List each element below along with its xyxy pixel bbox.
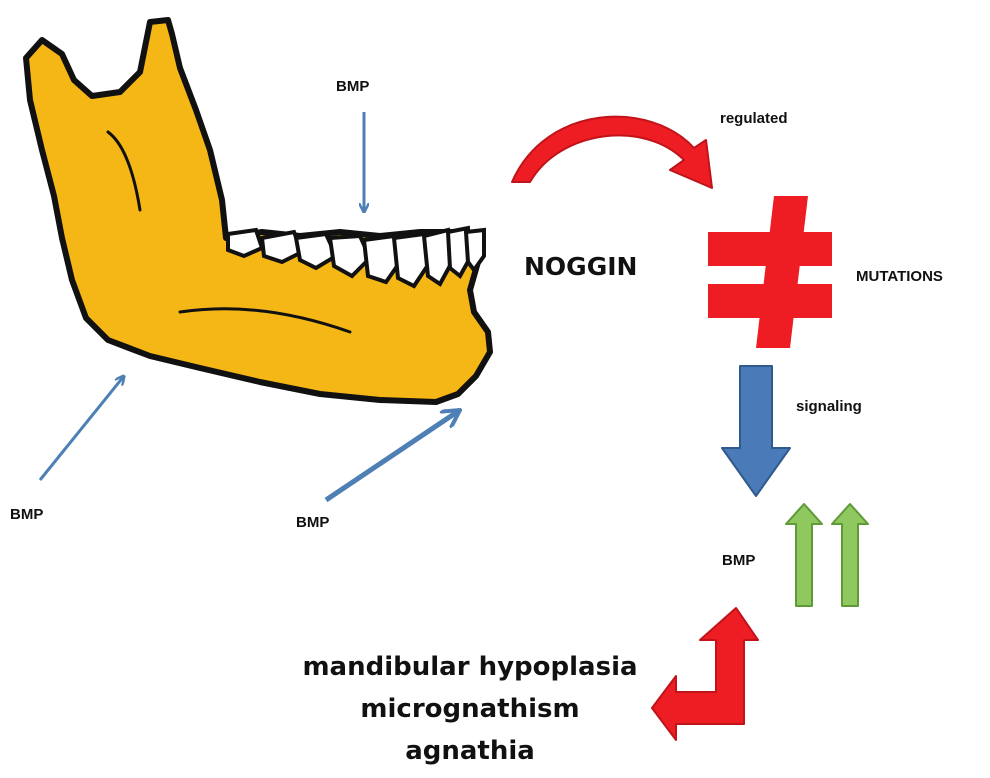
outcome-list: mandibular hypoplasia micrognathism agna… — [230, 646, 710, 772]
mandible-drawing — [26, 20, 490, 402]
green-up-arrows — [786, 504, 868, 606]
outcome-micrognathism: micrognathism — [230, 688, 710, 730]
bmp-label-bottom: BMP — [296, 514, 329, 531]
outcome-mandibular-hypoplasia: mandibular hypoplasia — [230, 646, 710, 688]
bmp-label-top: BMP — [336, 78, 369, 95]
mutations-label: MUTATIONS — [856, 268, 943, 285]
curved-red-arrow — [512, 117, 712, 188]
outcome-agnathia: agnathia — [230, 730, 710, 772]
regulated-label: regulated — [720, 110, 788, 127]
bmp-label-left: BMP — [10, 506, 43, 523]
not-equal-sign — [708, 196, 832, 348]
mandible-body — [26, 20, 490, 402]
bmp-left-arrow — [40, 376, 124, 480]
noggin-label: NOGGIN — [524, 252, 637, 281]
blue-down-arrow — [722, 366, 790, 496]
bmp-bottom-arrow — [326, 410, 460, 500]
signaling-label: signaling — [796, 398, 862, 415]
bmp-label-right: BMP — [722, 552, 755, 569]
